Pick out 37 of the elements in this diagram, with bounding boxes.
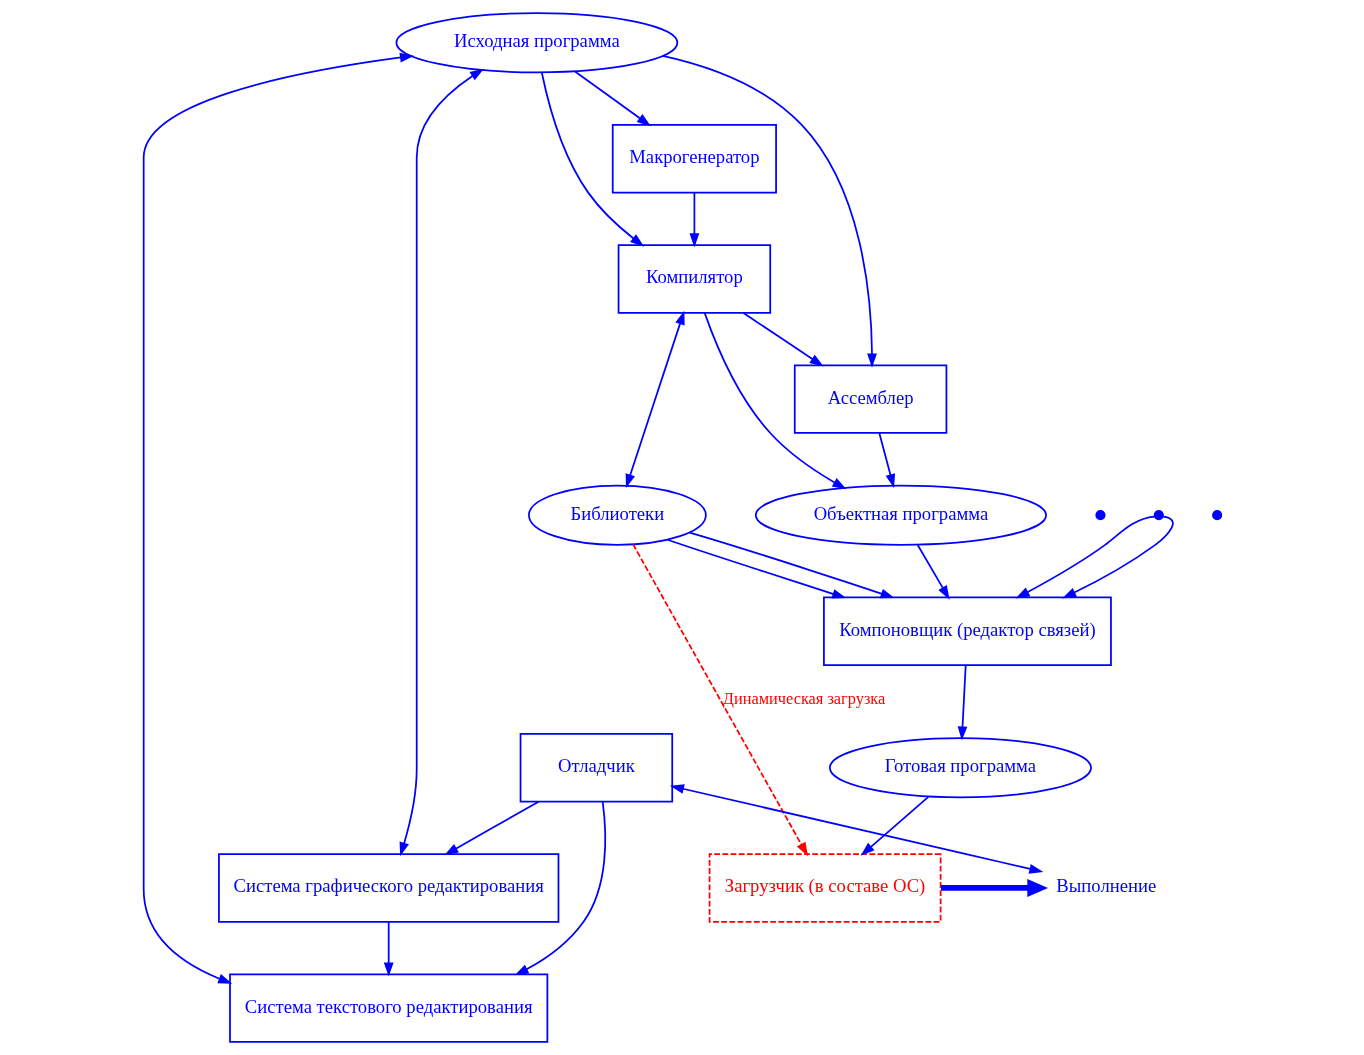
arrow xyxy=(742,312,824,367)
arrow xyxy=(573,70,651,127)
arrow xyxy=(1061,515,1174,599)
arrow xyxy=(703,312,846,490)
arrow xyxy=(661,54,877,368)
node-box: Компоновщик (редактор связей) xyxy=(822,596,1112,666)
arrow xyxy=(940,878,1048,897)
node-box: Система графического редактирования xyxy=(217,853,559,923)
node-text: Выполнение xyxy=(1055,875,1156,897)
arrow xyxy=(666,538,846,599)
node-ellipse: Объектная программа xyxy=(754,484,1047,546)
arrow xyxy=(142,52,414,984)
arrow xyxy=(540,72,644,247)
node-box: Компилятор xyxy=(617,244,771,314)
arrow xyxy=(878,432,895,488)
arrow xyxy=(625,310,685,489)
node-box: Ассемблер xyxy=(793,364,947,434)
arrow xyxy=(688,531,895,599)
arrow xyxy=(514,800,606,976)
arrow xyxy=(399,68,484,857)
node-box: Макрогенератор xyxy=(611,124,777,194)
arrow xyxy=(916,544,950,600)
arrow xyxy=(860,796,929,856)
node-ellipse: Готовая программа xyxy=(828,737,1092,799)
arrow xyxy=(383,921,394,977)
arrow xyxy=(669,784,1043,874)
edge-label: Динамическая загрузка xyxy=(722,688,885,708)
node-ellipse: Библиотеки xyxy=(527,484,707,546)
arrow xyxy=(957,664,967,741)
arrow xyxy=(1015,515,1155,599)
node-box: Система текстового редактирования xyxy=(228,973,548,1043)
arrow xyxy=(689,191,699,248)
arrow xyxy=(443,800,539,856)
arrow xyxy=(631,543,808,857)
node-box: Загрузчик (в составе ОС) xyxy=(708,853,941,923)
node-dots xyxy=(1153,510,1164,521)
node-box: Отладчик xyxy=(519,733,673,803)
